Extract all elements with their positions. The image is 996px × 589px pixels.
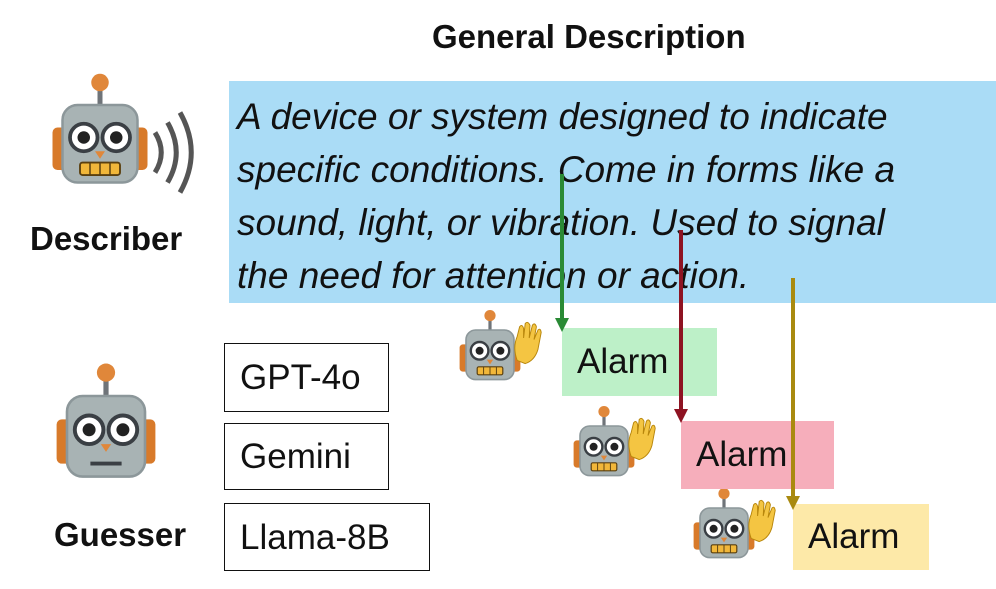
describer-label: Describer <box>30 220 183 257</box>
guess-box-red: Alarm <box>681 421 834 489</box>
description-line: A device or system designed to indicate <box>237 96 888 137</box>
model-box-llama: Llama-8B <box>224 503 430 571</box>
arrow-head <box>555 318 569 332</box>
guess-box-yellow: Alarm <box>793 504 929 570</box>
robot-neutral-icon <box>57 364 156 477</box>
guess-label: Alarm <box>808 517 900 556</box>
guesser-label: Guesser <box>54 516 187 553</box>
page-title: General Description <box>432 18 746 55</box>
description-line: the need for attention or action. <box>237 255 750 296</box>
guess-label: Alarm <box>577 342 669 381</box>
description-box <box>229 81 996 303</box>
model-label: Gemini <box>240 437 351 476</box>
guess-label: Alarm <box>696 435 788 474</box>
model-box-gemini: Gemini <box>224 423 389 490</box>
model-box-gpt4o: GPT-4o <box>224 343 389 412</box>
model-label: GPT-4o <box>240 358 361 397</box>
robot-speaking-icon <box>53 74 194 194</box>
model-label: Llama-8B <box>240 517 390 557</box>
description-line: specific conditions. Come in forms like … <box>237 149 896 190</box>
guess-box-green: Alarm <box>562 328 717 396</box>
arrow-head <box>674 409 688 423</box>
arrow-head <box>786 496 800 510</box>
